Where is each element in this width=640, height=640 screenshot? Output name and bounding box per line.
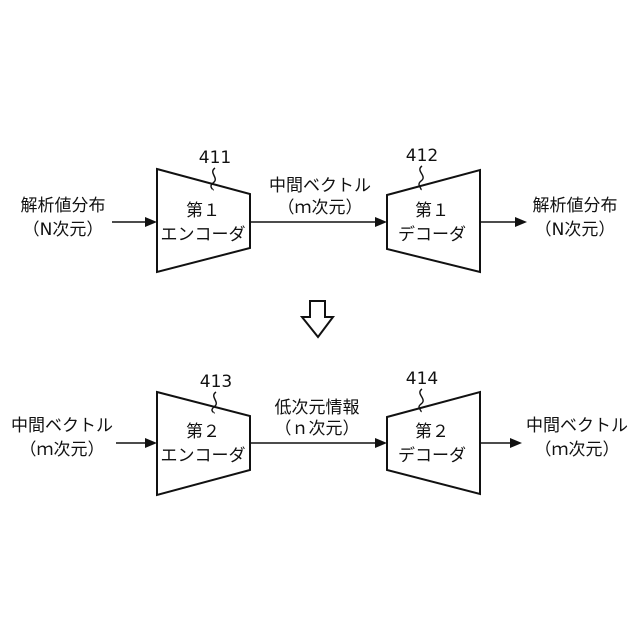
- second-decoder-label-line2: デコーダ: [398, 445, 466, 466]
- bottom-middle-label-line1: 低次元情報: [275, 398, 360, 418]
- first-encoder-label-line1: 第１: [186, 201, 220, 221]
- first-encoder-ref-number: 411: [199, 148, 231, 168]
- top-middle-label-line1: 中間ベクトル: [269, 176, 371, 196]
- top-output-label-line2: （N次元）: [535, 220, 616, 240]
- first-decoder-label-line2: デコーダ: [398, 224, 466, 245]
- top-middle-arrow: [250, 217, 387, 227]
- second-encoder-ref-number: 413: [200, 372, 232, 392]
- top-row: 解析値分布 （N次元） 第１ エンコーダ 411 中間ベクトル （ｍ次元） 第１…: [21, 146, 618, 272]
- second-encoder-label-line2: エンコーダ: [161, 446, 246, 466]
- first-decoder-block: [387, 170, 480, 272]
- first-encoder-label-line2: エンコーダ: [161, 225, 246, 245]
- down-arrow-icon: [302, 301, 333, 337]
- bottom-output-label-line2: （ｍ次元）: [535, 440, 620, 460]
- bottom-middle-label-line2: （ｎ次元）: [275, 419, 360, 439]
- bottom-middle-arrow: [250, 438, 387, 448]
- second-encoder-block: [157, 392, 250, 495]
- top-input-arrow: [112, 217, 157, 227]
- bottom-output-label-line1: 中間ベクトル: [526, 416, 628, 436]
- top-output-label-line1: 解析値分布: [533, 196, 618, 216]
- top-output-arrow: [480, 217, 527, 227]
- top-middle-label-line2: （ｍ次元）: [278, 198, 363, 218]
- bottom-output-arrow: [480, 438, 522, 448]
- bottom-input-arrow: [116, 438, 157, 448]
- second-decoder-block: [387, 392, 480, 494]
- first-decoder-ref-number: 412: [406, 146, 438, 166]
- second-decoder-label-line1: 第２: [415, 422, 449, 442]
- bottom-input-label-line2: （ｍ次元）: [20, 440, 105, 460]
- top-input-label-line1: 解析値分布: [21, 196, 106, 216]
- top-input-label-line2: （N次元）: [23, 220, 104, 240]
- first-decoder-label-line1: 第１: [415, 201, 449, 221]
- second-decoder-ref-number: 414: [406, 369, 438, 389]
- bottom-input-label-line1: 中間ベクトル: [11, 416, 113, 436]
- bottom-row: 中間ベクトル （ｍ次元） 第２ エンコーダ 413 低次元情報 （ｎ次元） 第２…: [11, 369, 628, 495]
- second-encoder-label-line1: 第２: [186, 422, 220, 442]
